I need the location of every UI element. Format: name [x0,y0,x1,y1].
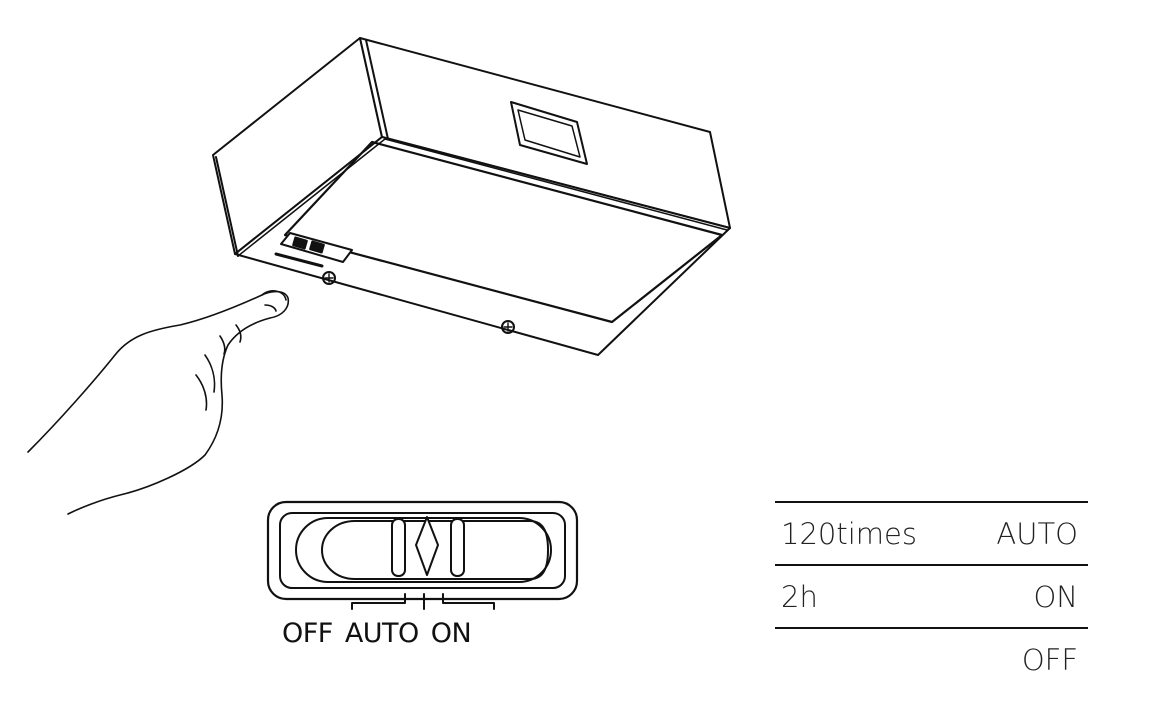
hand-pointing-icon [27,290,290,515]
display-window [510,101,588,165]
table-row: OFF [775,627,1088,690]
mode-name: OFF [1021,642,1078,677]
table-row: 2h ON [775,564,1088,627]
mode-duration: 2h [781,579,818,614]
table-row: 120times AUTO [775,501,1088,564]
device-switch [274,232,353,268]
mode-duration: 120times [781,516,917,551]
device-box [212,37,731,356]
screw-icon [322,271,336,285]
switch-label-on: ON [430,618,472,649]
switch-diagram [266,500,579,610]
mode-name: ON [1033,579,1078,614]
screw-icon [501,320,515,334]
mode-name: AUTO [996,516,1078,551]
switch-label-off: OFF [282,618,333,649]
switch-label-auto: AUTO [344,618,419,649]
switch-position-labels: OFF AUTO ON [282,618,522,652]
mode-table: 120times AUTO 2h ON OFF [775,501,1088,690]
